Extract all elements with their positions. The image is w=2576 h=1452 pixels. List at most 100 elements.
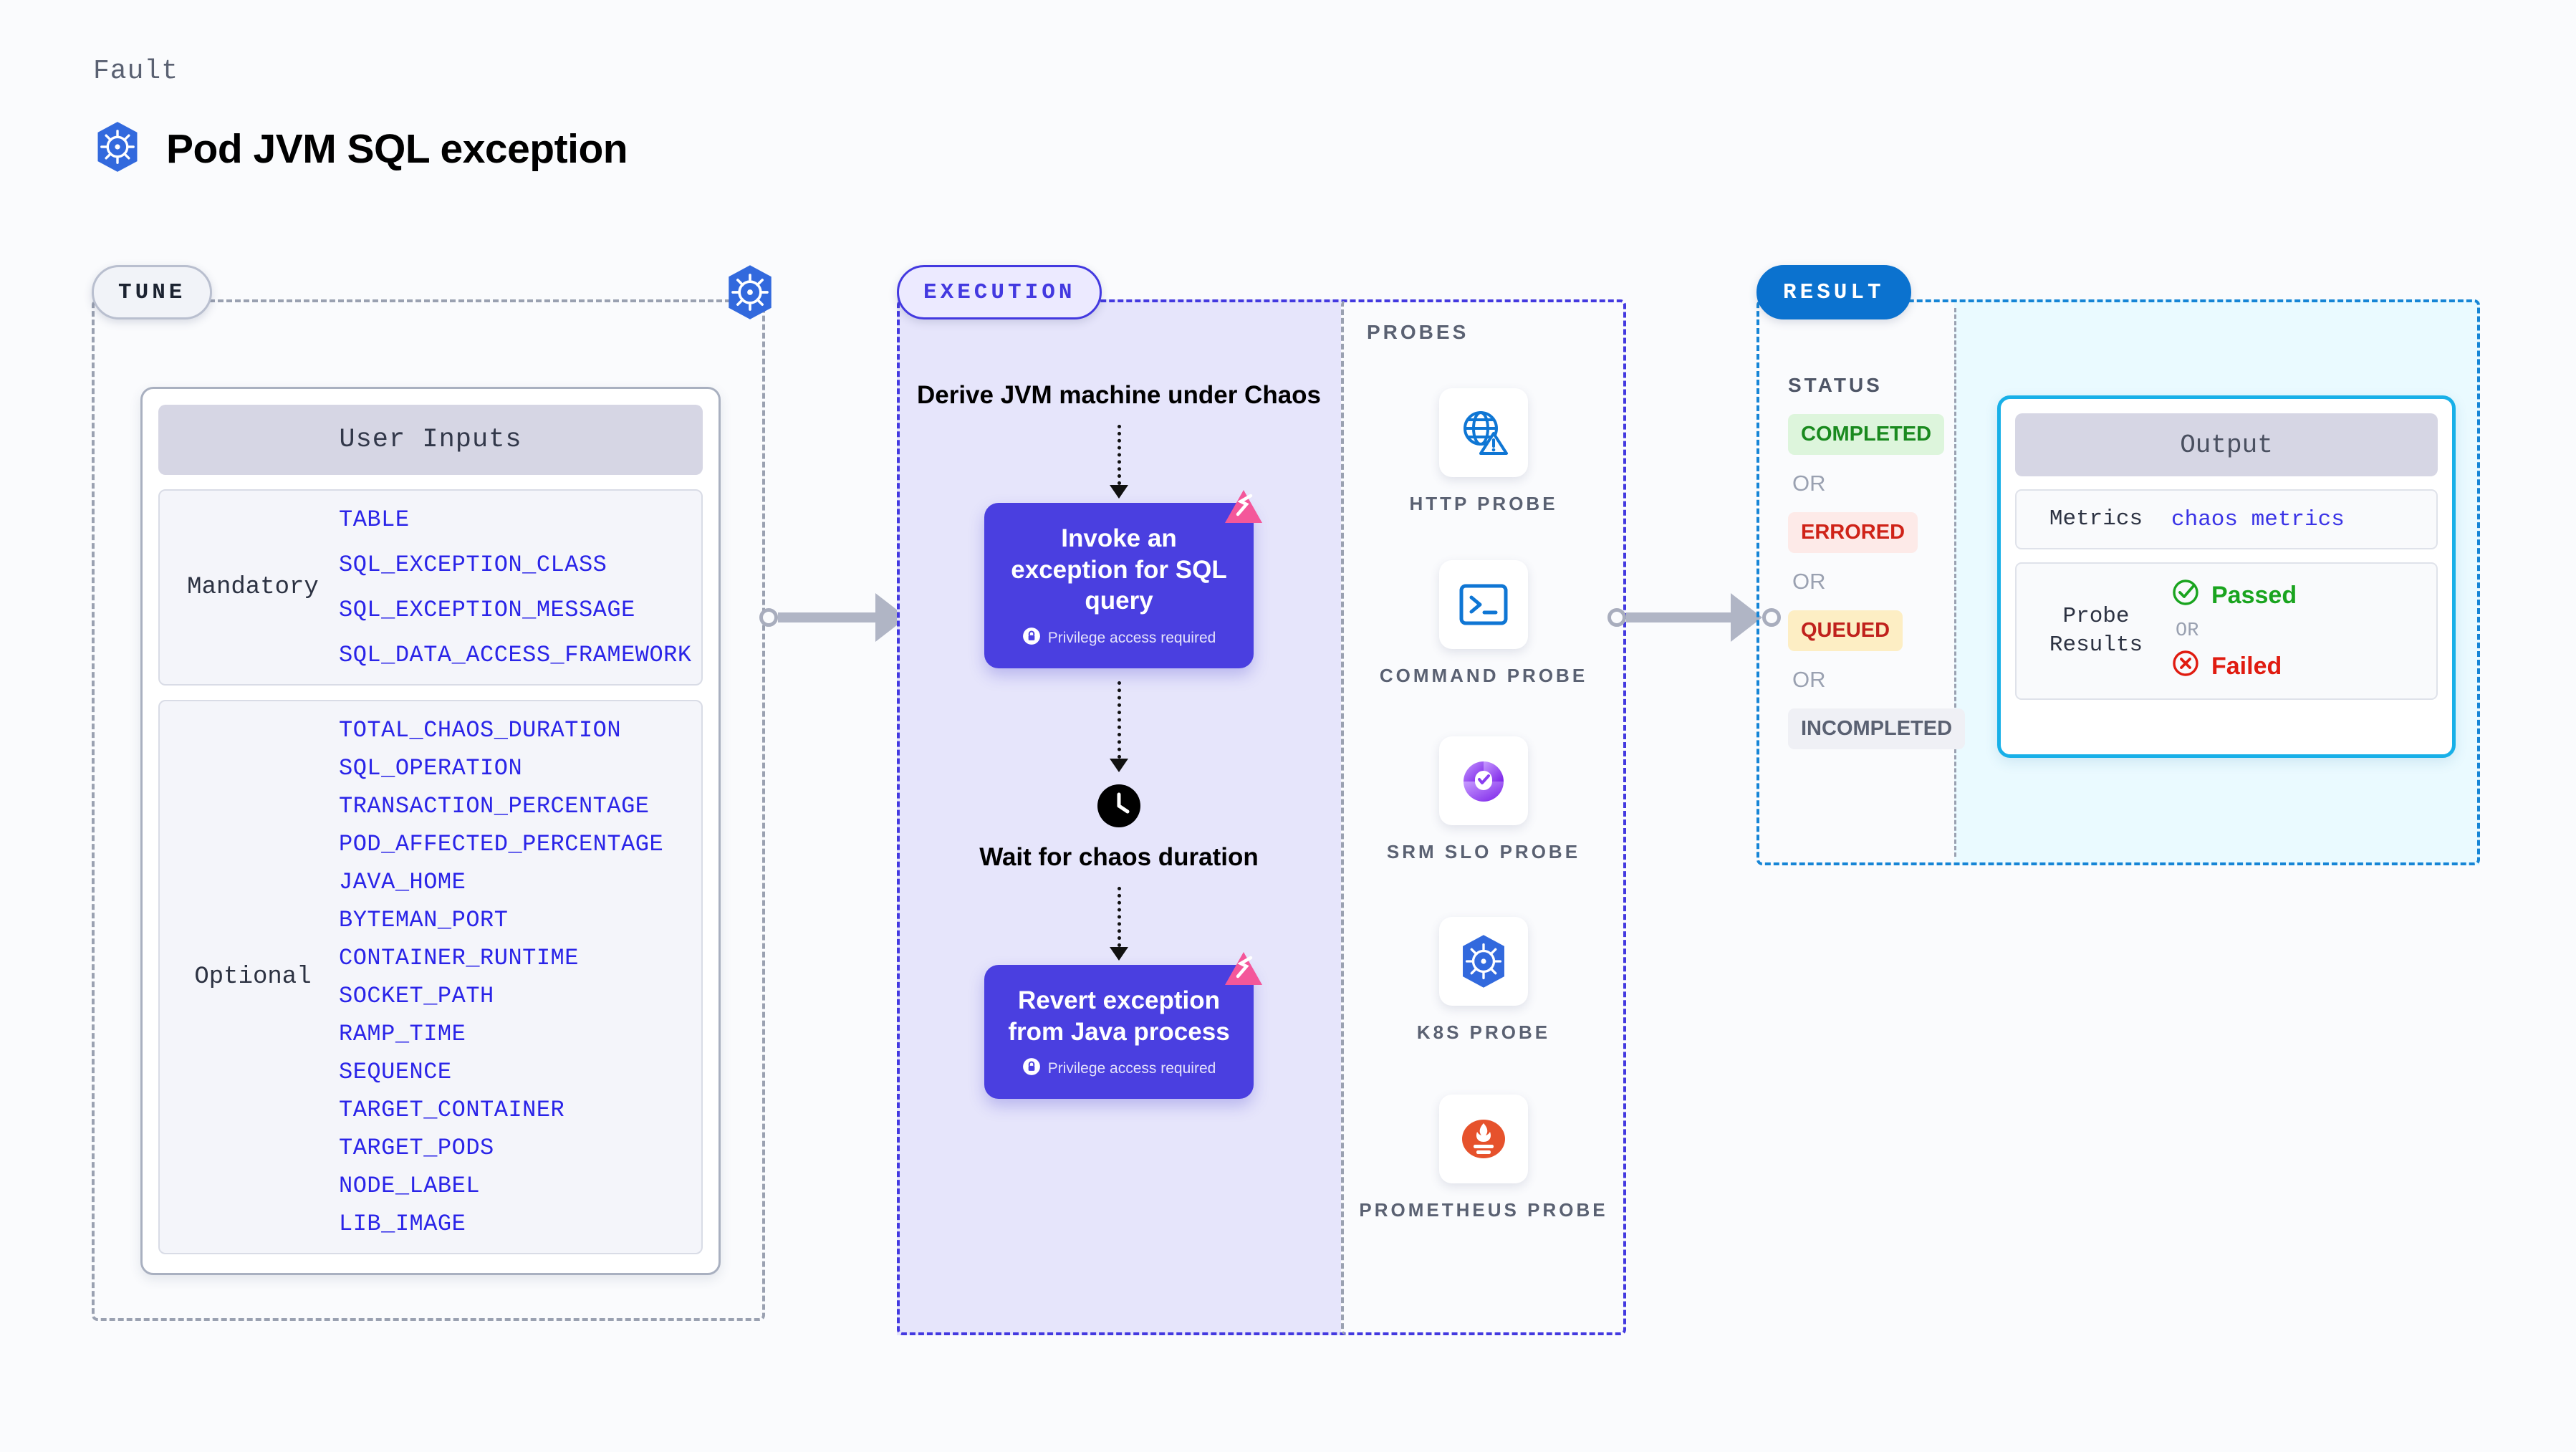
- user-inputs-title: User Inputs: [158, 405, 703, 475]
- connector-bar: [778, 612, 877, 622]
- param-item[interactable]: NODE_LABEL: [339, 1173, 481, 1199]
- probe-label: PROMETHEUS PROBE: [1359, 1199, 1608, 1221]
- result-pill[interactable]: RESULT: [1756, 265, 1911, 319]
- user-inputs-card: User Inputs Mandatory TABLE SQL_EXCEPTIO…: [140, 387, 721, 1275]
- execution-step-4-card[interactable]: Revert exception from Java process Privi…: [984, 951, 1262, 1100]
- connector-bar: [1626, 612, 1732, 622]
- probe-result-passed: Passed: [2171, 578, 2297, 613]
- flow-arrow-icon: [1110, 946, 1128, 961]
- flow-connector: [1117, 681, 1121, 759]
- status-badge: COMPLETED: [1788, 414, 1945, 455]
- execution-step-4-title: Revert exception from Java process: [1008, 986, 1230, 1046]
- param-item[interactable]: BYTEMAN_PORT: [339, 907, 509, 933]
- result-divider: [1954, 308, 1956, 857]
- mandatory-group: Mandatory TABLE SQL_EXCEPTION_CLASS SQL_…: [158, 489, 703, 686]
- param-item[interactable]: SQL_EXCEPTION_MESSAGE: [339, 597, 635, 623]
- failed-label: Failed: [2211, 653, 2282, 681]
- execution-step-3: Wait for chaos duration: [979, 843, 1259, 872]
- flow-connector: [1117, 886, 1121, 947]
- execution-pill[interactable]: EXECUTION: [897, 265, 1102, 319]
- connector-execution-to-result: [1607, 593, 1781, 642]
- status-title: STATUS: [1788, 374, 1883, 396]
- param-item[interactable]: SQL_DATA_ACCESS_FRAMEWORK: [339, 642, 692, 668]
- clock-icon: [1097, 784, 1141, 832]
- result-section: [1756, 299, 2480, 865]
- metrics-value[interactable]: chaos metrics: [2171, 506, 2345, 532]
- optional-group: Optional TOTAL_CHAOS_DURATION SQL_OPERAT…: [158, 700, 703, 1254]
- or-label: OR: [1792, 471, 1826, 496]
- privilege-note-text: Privilege access required: [1047, 630, 1216, 647]
- param-item[interactable]: POD_AFFECTED_PERCENTAGE: [339, 831, 664, 857]
- passed-label: Passed: [2211, 582, 2297, 610]
- privilege-note: Privilege access required: [1000, 627, 1238, 650]
- param-item[interactable]: TARGET_PODS: [339, 1135, 494, 1161]
- flow-connector: [1117, 424, 1121, 485]
- probe-k8s[interactable]: K8S PROBE: [1341, 917, 1626, 1045]
- prometheus-icon: [1439, 1095, 1528, 1183]
- optional-label: Optional: [194, 963, 312, 991]
- probe-label: K8S PROBE: [1416, 1021, 1551, 1043]
- privilege-note: Privilege access required: [1000, 1057, 1238, 1080]
- execution-flow: Derive JVM machine under Chaos Invoke an…: [897, 380, 1341, 1100]
- lock-icon: [1022, 1057, 1041, 1080]
- probe-prometheus[interactable]: PROMETHEUS PROBE: [1341, 1095, 1626, 1223]
- lock-icon: [1022, 627, 1041, 650]
- param-item[interactable]: TRANSACTION_PERCENTAGE: [339, 793, 650, 819]
- probes-divider: [1341, 299, 1626, 1335]
- output-title: Output: [2015, 413, 2438, 476]
- page-title-text: Pod JVM SQL exception: [166, 125, 628, 172]
- fault-kicker: Fault: [93, 56, 179, 87]
- connector-dot: [1762, 608, 1781, 627]
- param-item[interactable]: CONTAINER_RUNTIME: [339, 945, 579, 971]
- execution-step-2-card[interactable]: Invoke an exception for SQL query Privil…: [984, 489, 1262, 669]
- status-badge: ERRORED: [1788, 512, 1918, 553]
- litmus-mark-icon: [1224, 489, 1264, 531]
- param-item[interactable]: TARGET_CONTAINER: [339, 1097, 565, 1123]
- terminal-icon: [1439, 560, 1528, 649]
- output-probe-results-row: Probe Results Passed OR: [2015, 562, 2438, 701]
- output-metrics-row: Metrics chaos metrics: [2015, 489, 2438, 550]
- param-item[interactable]: TOTAL_CHAOS_DURATION: [339, 717, 622, 744]
- probe-label: SRM SLO PROBE: [1386, 841, 1581, 862]
- privilege-note-text: Privilege access required: [1047, 1060, 1216, 1077]
- probe-result-failed: Failed: [2171, 649, 2282, 684]
- flow-arrow-icon: [1110, 484, 1128, 499]
- probe-command[interactable]: COMMAND PROBE: [1341, 560, 1626, 688]
- metrics-key: Metrics: [2049, 506, 2143, 532]
- probes-title: PROBES: [1367, 321, 1469, 343]
- mandatory-label: Mandatory: [187, 574, 319, 601]
- kubernetes-icon: [724, 264, 777, 324]
- probe-http[interactable]: HTTP PROBE: [1341, 388, 1626, 516]
- or-label: OR: [1792, 569, 1826, 594]
- cross-circle-icon: [2171, 649, 2200, 684]
- page-title: Pod JVM SQL exception: [93, 120, 628, 177]
- status-badge: QUEUED: [1788, 610, 1903, 651]
- probe-srm-slo[interactable]: SRM SLO PROBE: [1341, 736, 1626, 865]
- execution-step-2-title: Invoke an exception for SQL query: [1011, 524, 1227, 615]
- tune-pill[interactable]: TUNE: [92, 265, 213, 319]
- param-item[interactable]: SEQUENCE: [339, 1059, 452, 1085]
- param-item[interactable]: LIB_IMAGE: [339, 1211, 466, 1237]
- probe-label: HTTP PROBE: [1409, 493, 1558, 514]
- param-item[interactable]: SOCKET_PATH: [339, 983, 494, 1009]
- param-item[interactable]: RAMP_TIME: [339, 1021, 466, 1047]
- globe-warning-icon: [1439, 388, 1528, 477]
- probe-results-key: Probe Results: [2049, 604, 2143, 658]
- kubernetes-icon: [1439, 917, 1528, 1006]
- connector-dot: [1607, 608, 1626, 627]
- or-label: OR: [1792, 667, 1826, 692]
- param-item[interactable]: SQL_EXCEPTION_CLASS: [339, 552, 607, 578]
- check-circle-icon: [2171, 578, 2200, 613]
- flow-arrow-icon: [1110, 759, 1128, 773]
- param-item[interactable]: TABLE: [339, 506, 410, 533]
- param-item[interactable]: SQL_OPERATION: [339, 755, 523, 782]
- connector-dot: [759, 608, 778, 627]
- execution-step-1: Derive JVM machine under Chaos: [916, 381, 1322, 409]
- tune-section: [92, 299, 765, 1321]
- or-label: OR: [2176, 620, 2199, 643]
- status-badge: INCOMPLETED: [1788, 708, 1966, 749]
- litmus-mark-icon: [1224, 951, 1264, 993]
- status-list: COMPLETED OR ERRORED OR QUEUED OR INCOMP…: [1788, 414, 1966, 749]
- param-item[interactable]: JAVA_HOME: [339, 869, 466, 895]
